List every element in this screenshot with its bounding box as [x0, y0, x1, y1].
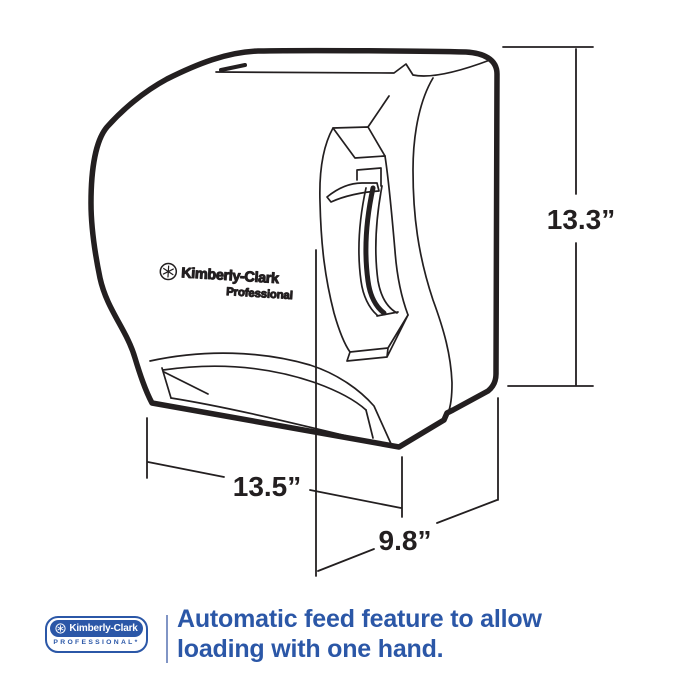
device-logo-brand: Kimberly-Clark [181, 265, 281, 287]
depth-dim-label: 9.8” [379, 525, 432, 556]
slot-outer-edge [149, 352, 393, 447]
side-panel-edge [412, 77, 453, 414]
width-dimension [146, 417, 403, 518]
lever-housing-right-edge [384, 155, 409, 316]
slot-inner-top [162, 365, 367, 411]
caption-line-1: Automatic feed feature to allow [177, 605, 542, 633]
kc-seal-icon [159, 262, 178, 281]
lever-housing-left-edge [319, 127, 351, 353]
badge-tier-label: PROFESSIONAL* [53, 639, 140, 646]
kc-professional-badge: Kimberly-Clark PROFESSIONAL* [45, 616, 148, 653]
dispenser-body-outline [88, 47, 500, 450]
kc-badge-pill: Kimberly-Clark [50, 620, 143, 637]
lever-bar-left [358, 187, 378, 316]
width-dim-line [147, 461, 402, 509]
slot-inner-bottom [170, 397, 390, 447]
lid-seam-line [215, 59, 491, 77]
lever-bar-stripe [363, 185, 387, 316]
badge-brand-label: Kimberly-Clark [69, 623, 138, 634]
caption-line-2: loading with one hand. [177, 635, 444, 663]
device-logo: Kimberly-Clark Professional [159, 262, 294, 303]
lid-vent-dash [219, 63, 247, 72]
width-dim-label: 13.5” [233, 471, 302, 502]
depth-dim-line [317, 499, 498, 572]
dispenser-diagram: Kimberly-Clark Professional 13.3” 13.5” [88, 46, 616, 577]
caption-text: Automatic feed feature to allow loading … [177, 604, 542, 664]
height-dim-label: 13.3” [547, 204, 616, 235]
device-logo-sub: Professional [226, 286, 293, 302]
lever-housing-bottom [346, 314, 409, 362]
slot-left-wall [161, 367, 209, 399]
height-dimension [502, 46, 594, 387]
kc-seal-icon [55, 623, 66, 634]
lever-recess [356, 167, 382, 187]
lid-to-side-seam [367, 95, 390, 128]
slot-right-wall [365, 409, 374, 439]
lever-bar-right [375, 185, 399, 317]
footer-divider [166, 615, 168, 663]
depth-dimension [315, 249, 499, 577]
